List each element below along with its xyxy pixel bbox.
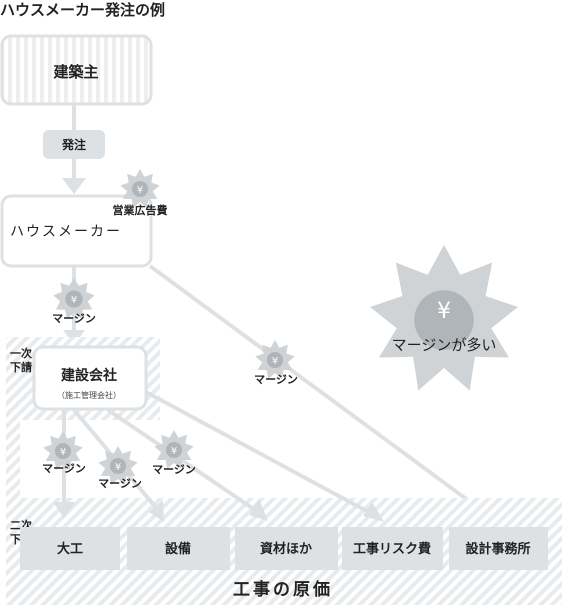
margin-label-2: マージン: [254, 373, 298, 386]
burst-center: [266, 351, 284, 369]
burst-center: [131, 180, 149, 198]
contractor-to-materials-line: [106, 408, 260, 514]
margin-burst-icon: ¥: [98, 446, 138, 485]
contractor-sub-label: （施工管理会社）: [57, 390, 121, 400]
burst-center: [109, 457, 127, 475]
big-margin-burst-icon: ¥: [370, 245, 518, 391]
contractor-box: [32, 345, 148, 411]
margin-label-4: マージン: [98, 477, 142, 490]
margin-burst-icon: ¥: [53, 278, 95, 319]
house-maker-box: [0, 194, 153, 268]
contractor-to-materials-head: [249, 499, 268, 521]
diagram-title: ハウスメーカー発注の例: [0, 1, 165, 19]
cost-item-equipment: [127, 527, 230, 570]
subcontract-1-line1: 一次: [10, 346, 32, 360]
ad-fee-burst-icon: ¥: [120, 169, 160, 208]
client-label: 建築主: [53, 63, 98, 81]
order-tag: [43, 130, 105, 159]
contractor-to-risk-head: [363, 502, 384, 522]
burst-center: [54, 442, 72, 460]
house-maker-label: ハウスメーカー: [10, 224, 122, 240]
contractor-label: 建設会社: [61, 367, 117, 384]
ad-fee-label: 営業広告費: [113, 203, 168, 217]
order-label: 発注: [61, 137, 86, 152]
yen-symbol: ¥: [71, 295, 77, 306]
cost-item-carpenter: [20, 527, 120, 570]
burst-center: [65, 290, 83, 308]
burst-center: [165, 441, 183, 459]
yen-symbol: ¥: [115, 462, 121, 473]
margin-burst-icon: ¥: [255, 340, 295, 379]
cost-item-risk: [342, 527, 443, 570]
big-margin-label: マージンが多い: [392, 336, 497, 354]
cost-item-carpenter-label: 大工: [57, 541, 83, 557]
margin-burst-icon: ¥: [154, 430, 194, 469]
yen-symbol: ¥: [171, 446, 177, 457]
yen-symbol-large: ¥: [437, 299, 451, 324]
maker-to-design-line: [148, 264, 490, 517]
yen-symbol: ¥: [60, 447, 66, 458]
yen-symbol: ¥: [272, 356, 278, 367]
contractor-to-risk-line: [145, 390, 375, 517]
cost-item-materials-label: 資材ほか: [260, 541, 312, 557]
contractor-to-equipment-head: [149, 500, 164, 522]
contractor-to-carpenter-head: [53, 502, 75, 518]
cost-item-materials: [235, 527, 338, 570]
margin-label-5: マージン: [152, 463, 196, 476]
cost-item-design-office-label: 設計事務所: [465, 541, 530, 557]
client-box: [0, 34, 153, 106]
burst-center: [414, 290, 474, 350]
cost-item-risk-label: 工事リスク費: [353, 541, 431, 557]
margin-burst-icon: ¥: [43, 431, 83, 470]
yen-symbol: ¥: [137, 185, 143, 196]
order-arrow-head: [62, 178, 86, 194]
subcontract-1-line2: 下請: [10, 360, 32, 374]
margin-label-3: マージン: [42, 462, 86, 475]
cost-item-equipment-label: 設備: [165, 541, 191, 557]
margin-label-1: マージン: [52, 312, 96, 325]
construction-cost-label: 工事の原価: [233, 579, 333, 600]
cost-item-design-office: [449, 527, 548, 570]
